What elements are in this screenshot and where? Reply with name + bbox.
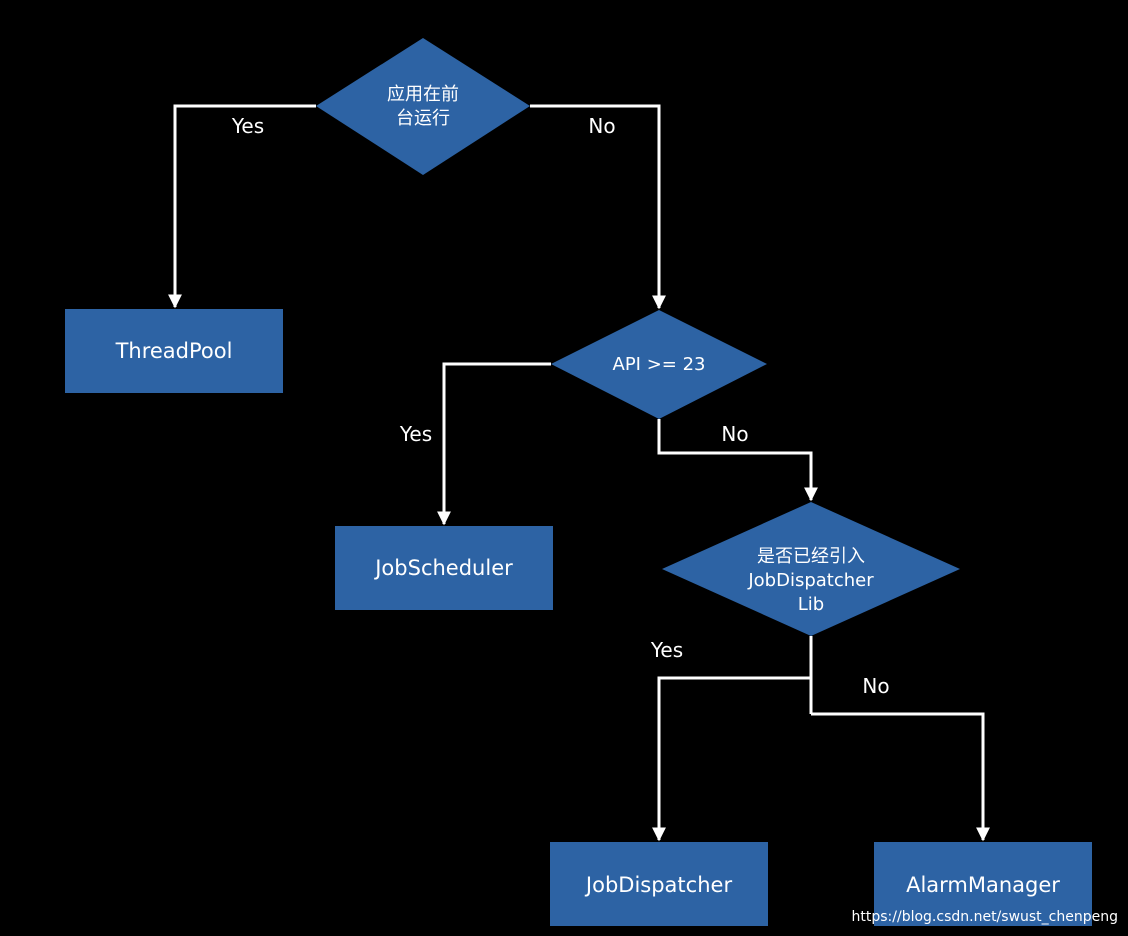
edge-lib-no [811,712,990,842]
box-jobscheduler [335,526,553,610]
box-jobdispatcher-label: JobDispatcher [585,873,733,897]
decision-lib [662,502,960,636]
edge-foreground-yes-label: Yes [231,114,265,138]
decision-lib-line3: Lib [797,594,825,615]
edge-api-yes [437,362,551,526]
decision-lib-line1: 是否已经引入 [757,546,865,567]
decision-lib-line2: JobDispatcher [748,570,874,591]
box-alarmmanager [874,842,1092,926]
edge-api-no [657,419,818,502]
edge-api-yes-label: Yes [399,422,433,446]
decision-foreground [316,38,530,175]
decision-api [551,310,767,419]
box-threadpool [65,309,283,393]
box-jobdispatcher [550,842,768,926]
decision-foreground-line1: 应用在前 [387,84,459,105]
decision-lib-label: 是否已经引入 JobDispatcher Lib [748,545,873,617]
edge-foreground-no-label: No [588,114,616,138]
edge-api-no-label: No [721,422,749,446]
decision-foreground-line2: 台运行 [396,108,450,129]
edge-foreground-no [530,104,666,310]
decision-foreground-label: 应用在前 台运行 [387,83,459,131]
edge-lib-yes [652,676,811,842]
box-threadpool-label: ThreadPool [115,339,233,363]
edge-lib-yes-label: Yes [650,638,684,662]
box-jobscheduler-label: JobScheduler [375,556,513,580]
decision-api-label: API >= 23 [612,354,706,375]
watermark: https://blog.csdn.net/swust_chenpeng [851,909,1118,925]
edge-foreground-yes [168,104,316,309]
edge-lib-no-label: No [862,674,890,698]
box-alarmmanager-label: AlarmManager [906,873,1060,897]
